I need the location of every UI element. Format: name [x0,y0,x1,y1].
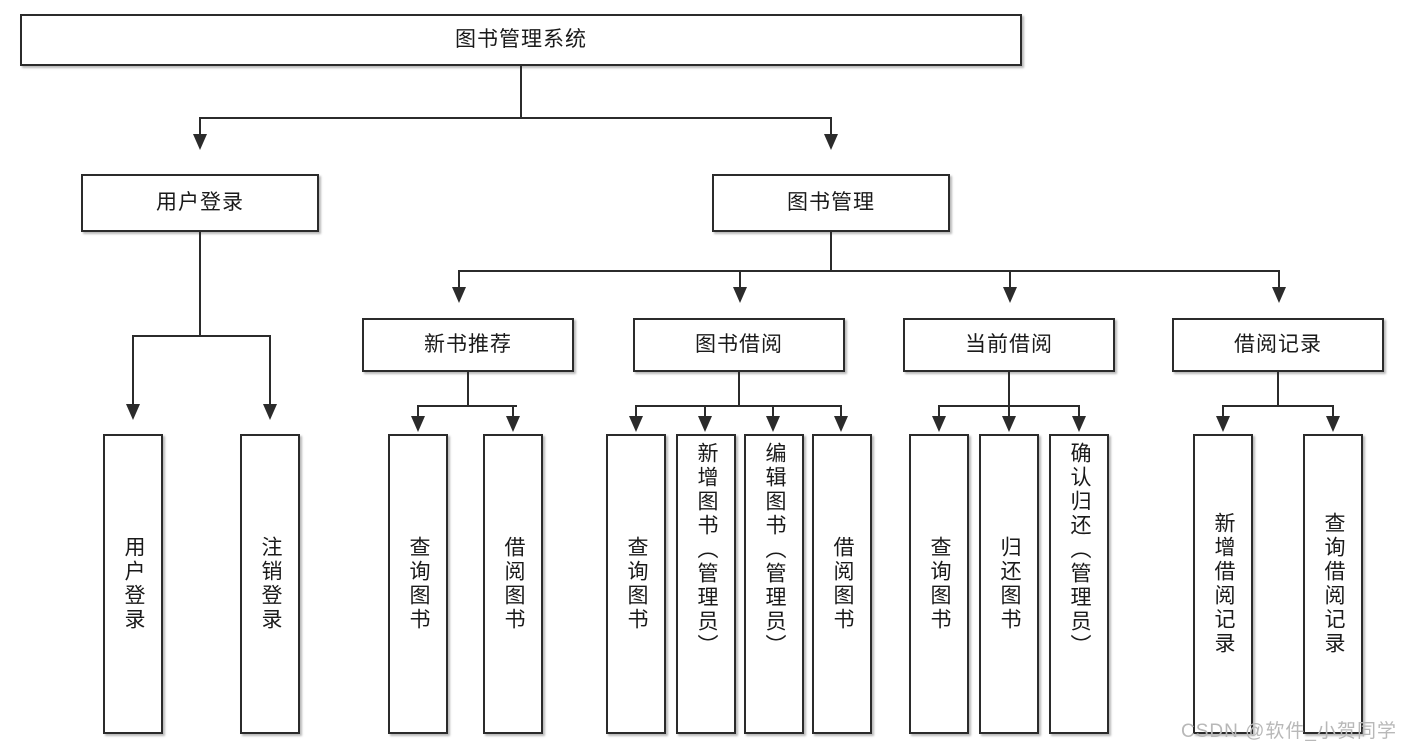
arrow-book-borrow [733,287,747,303]
connector-bb-stem [738,372,740,406]
connector-book-manage-bus [458,270,1280,272]
arrow-bb-0 [629,416,643,432]
arrow-leaf-ul-0 [126,404,140,420]
csdn-watermark: CSDN @软件_小贺同学 [1181,721,1397,742]
connector-drop-cb-1 [1008,405,1010,419]
node-label: 用户登录 [122,536,146,632]
connector-br-bus [1222,405,1334,407]
node-label: 新增图书（管理员） [695,442,719,658]
connector-drop-user-login [199,117,201,137]
connector-drop-nbr-0 [417,405,419,419]
node-label: 查询图书 [625,536,649,632]
node-leaf-bb-edit-book-admin[interactable]: 编辑图书（管理员） [744,434,804,734]
node-label: 注销登录 [259,536,283,632]
connector-drop-leaf-ul-0 [132,335,134,407]
connector-bb-bus [635,405,842,407]
node-label: 查询借阅记录 [1322,512,1346,656]
node-label: 确认归还（管理员） [1068,442,1092,658]
node-label: 新增借阅记录 [1212,512,1236,656]
arrow-bb-1 [698,416,712,432]
node-leaf-br-add-record[interactable]: 新增借阅记录 [1193,434,1253,734]
connector-drop-book-borrow [739,270,741,290]
connector-drop-bb-2 [772,405,774,419]
connector-root-stem [520,66,522,118]
node-borrowing-records[interactable]: 借阅记录 [1172,318,1384,372]
node-label: 查询图书 [407,536,431,632]
node-leaf-bb-borrow-books[interactable]: 借阅图书 [812,434,872,734]
connector-drop-bb-3 [840,405,842,419]
arrow-book-manage [824,134,838,150]
connector-drop-cb-0 [938,405,940,419]
connector-drop-leaf-ul-1 [269,335,271,407]
arrow-cb-1 [1002,416,1016,432]
arrow-nbr-0 [411,416,425,432]
connector-drop-bb-0 [635,405,637,419]
arrow-nbr-1 [506,416,520,432]
node-label: 当前借阅 [965,332,1053,356]
node-label: 图书借阅 [695,332,783,356]
connector-nbr-stem [467,372,469,406]
connector-drop-borrow-record [1278,270,1280,290]
node-leaf-cb-return-books[interactable]: 归还图书 [979,434,1039,734]
node-label: 借阅图书 [831,536,855,632]
node-leaf-logout[interactable]: 注销登录 [240,434,300,734]
arrow-user-login [193,134,207,150]
node-leaf-nbr-query-books[interactable]: 查询图书 [388,434,448,734]
node-label: 查询图书 [928,536,952,632]
node-label: 图书管理 [787,190,875,214]
connector-user-login-bus [132,335,269,337]
node-user-login[interactable]: 用户登录 [81,174,319,232]
node-leaf-br-query-record[interactable]: 查询借阅记录 [1303,434,1363,734]
arrow-borrow-record [1272,287,1286,303]
connector-nbr-bus [417,405,517,407]
connector-drop-book-manage [830,117,832,137]
node-label: 编辑图书（管理员） [763,442,787,658]
arrow-leaf-ul-1 [263,404,277,420]
node-leaf-bb-query-books[interactable]: 查询图书 [606,434,666,734]
arrow-current-borrow [1003,287,1017,303]
connector-drop-new-book-rec [458,270,460,290]
arrow-new-book-rec [452,287,466,303]
connector-drop-br-0 [1222,405,1224,419]
connector-user-login-stem [199,232,201,336]
connector-drop-bb-1 [704,405,706,419]
node-leaf-nbr-borrow-books[interactable]: 借阅图书 [483,434,543,734]
node-label: 借阅记录 [1234,332,1322,356]
node-label: 新书推荐 [424,332,512,356]
arrow-br-0 [1216,416,1230,432]
arrow-cb-2 [1072,416,1086,432]
arrow-cb-0 [932,416,946,432]
node-root-book-management-system[interactable]: 图书管理系统 [20,14,1022,66]
arrow-br-1 [1326,416,1340,432]
node-leaf-user-login[interactable]: 用户登录 [103,434,163,734]
connector-book-manage-stem [830,232,832,271]
connector-br-stem [1277,372,1279,406]
connector-cb-stem [1008,372,1010,406]
arrow-bb-2 [766,416,780,432]
connector-drop-nbr-1 [512,405,514,419]
connector-drop-br-1 [1332,405,1334,419]
connector-drop-cb-2 [1078,405,1080,419]
node-book-management[interactable]: 图书管理 [712,174,950,232]
arrow-bb-3 [834,416,848,432]
node-leaf-cb-query-books[interactable]: 查询图书 [909,434,969,734]
node-label: 借阅图书 [502,536,526,632]
node-new-book-recommendation[interactable]: 新书推荐 [362,318,574,372]
node-label: 用户登录 [156,190,244,214]
node-label: 归还图书 [998,536,1022,632]
node-leaf-cb-confirm-return-admin[interactable]: 确认归还（管理员） [1049,434,1109,734]
node-current-borrowing[interactable]: 当前借阅 [903,318,1115,372]
connector-drop-current-borrow [1009,270,1011,290]
node-leaf-bb-add-book-admin[interactable]: 新增图书（管理员） [676,434,736,734]
node-book-borrowing[interactable]: 图书借阅 [633,318,845,372]
connector-root-bus [199,117,832,119]
node-label: 图书管理系统 [455,27,587,51]
